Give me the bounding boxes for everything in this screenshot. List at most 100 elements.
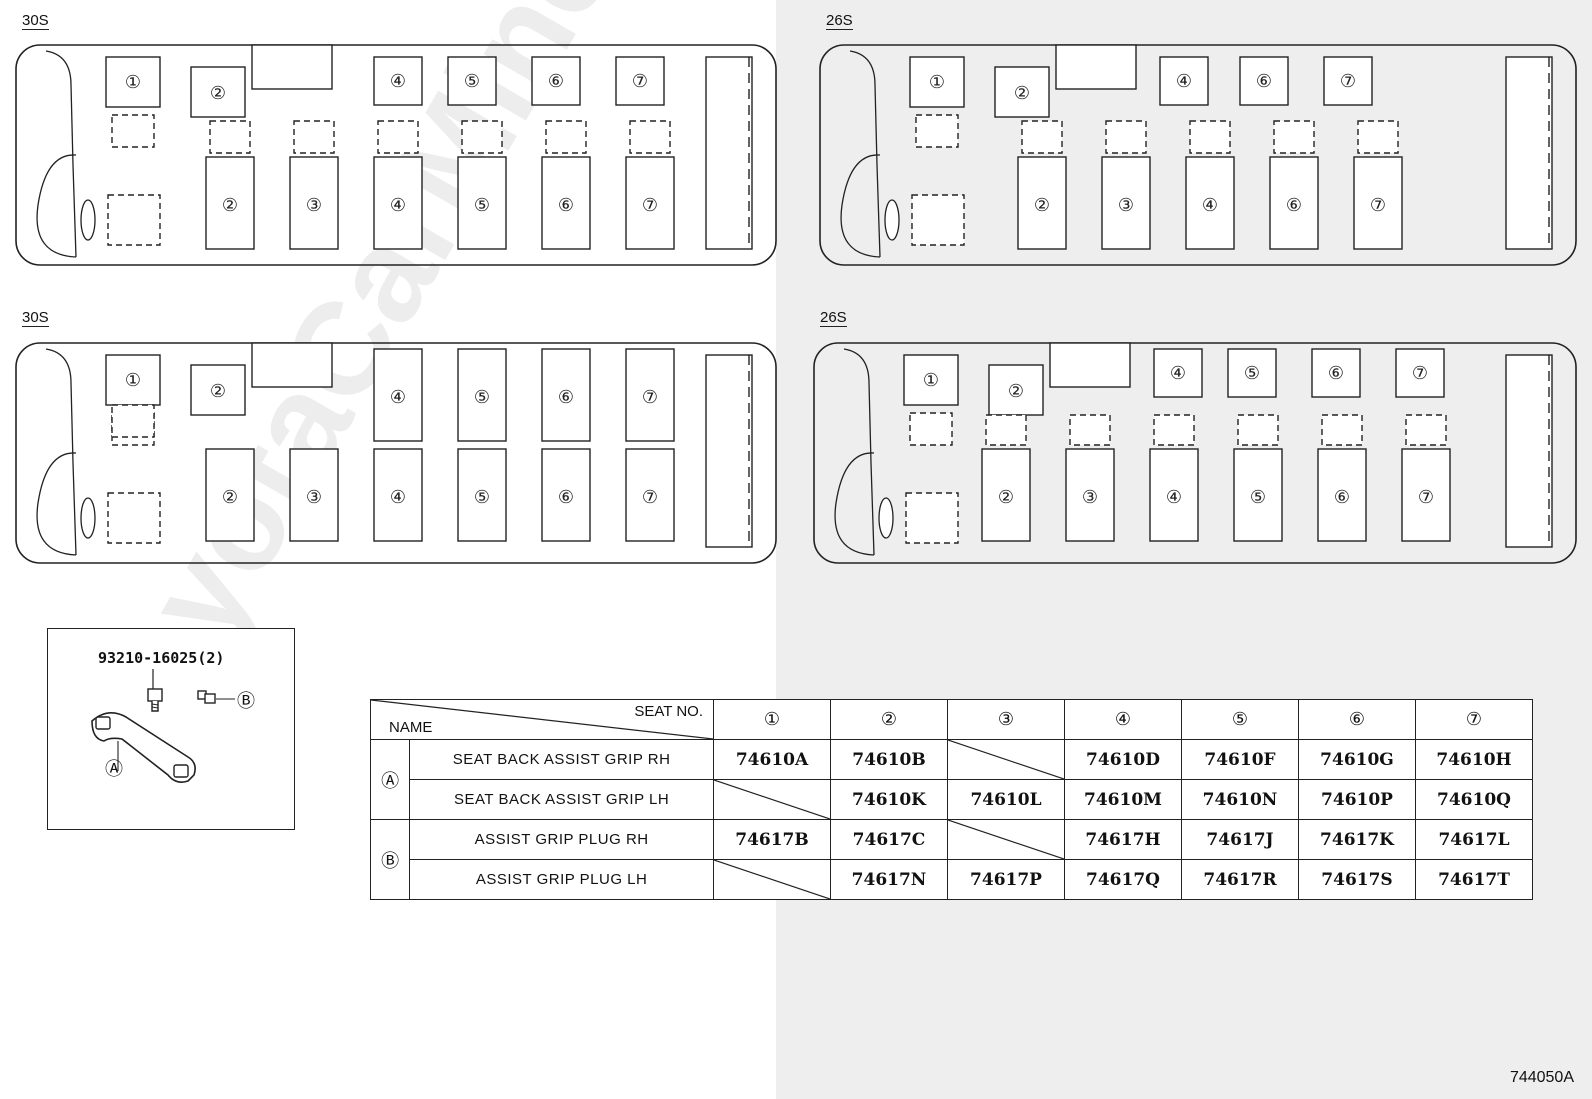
seat-number: ④ [1176, 71, 1192, 92]
seat-number: ⑤ [474, 387, 490, 408]
rear-bench [705, 354, 753, 548]
seat-number: ③ [306, 487, 322, 508]
entry-step [251, 342, 333, 388]
seat-number: ③ [1082, 487, 1098, 508]
cab-partition [45, 50, 77, 258]
seat-number: ⑦ [1412, 363, 1428, 384]
part-number-cell: 74610H [1415, 739, 1533, 780]
seat-number: ② [1014, 83, 1030, 104]
upper-seat [1159, 56, 1209, 106]
seat-number: ⑥ [1334, 487, 1350, 508]
entry-step [1055, 44, 1137, 90]
plan-label-top-right: 26S [826, 12, 853, 30]
seat-number: ⑤ [1244, 363, 1260, 384]
lower-seat [205, 448, 255, 542]
part-number-cell: 74610K [830, 779, 948, 820]
upper-seat [1227, 348, 1277, 398]
upper-long-seat [625, 348, 675, 442]
part-number-cell: 74610F [1181, 739, 1299, 780]
part-number-cell: 74617L [1415, 819, 1533, 860]
seat-cushion [293, 120, 335, 154]
header-cell: SEAT NO. NAME [370, 699, 714, 740]
steering-wheel [80, 199, 96, 241]
seat-1 [105, 354, 161, 406]
assist-grip-inset: 93210-16025(2) Ⓐ Ⓑ [47, 628, 295, 830]
cab-partition [45, 348, 77, 556]
seat-number: ③ [1118, 195, 1134, 216]
part-number-cell: 74610D [1064, 739, 1182, 780]
front-lower-box [905, 492, 959, 544]
seat-number: ⑦ [1418, 487, 1434, 508]
upper-long-seat [541, 348, 591, 442]
seat-cushion [545, 120, 587, 154]
seat-cushion [1237, 414, 1279, 446]
lower-seat [1317, 448, 1367, 542]
part-name: SEAT BACK ASSIST GRIP RH [409, 739, 714, 780]
seat-1-cushion [915, 114, 959, 148]
seat-number: ⑤ [464, 71, 480, 92]
seat-cushion [377, 120, 419, 154]
seat-cushion [985, 414, 1027, 446]
seat-number: ② [1008, 381, 1024, 402]
lower-seat [457, 156, 507, 250]
part-number-cell: 74617B [713, 819, 831, 860]
seat-number: ② [1034, 195, 1050, 216]
seat-number: ② [210, 381, 226, 402]
part-number-cell: 74610Q [1415, 779, 1533, 820]
seat-cushion [1105, 120, 1147, 154]
part-number-cell: 74617T [1415, 859, 1533, 900]
plan-label-top-left: 30S [22, 12, 49, 30]
part-number-cell: 74610N [1181, 779, 1299, 820]
seat-number: ④ [390, 387, 406, 408]
seat-2-upper [190, 66, 246, 118]
seat-number: ⑤ [474, 195, 490, 216]
part-number-cell: 74610A [713, 739, 831, 780]
seat-number: ④ [1170, 363, 1186, 384]
not-applicable-cell [713, 859, 831, 900]
seat-number: ② [222, 487, 238, 508]
driver-area [834, 452, 875, 556]
seat-number: ③ [306, 195, 322, 216]
rear-bench [1505, 56, 1553, 250]
seat-number: ⑦ [642, 487, 658, 508]
table-header-row: SEAT NO. NAME ① ② ③ ④ ⑤ ⑥ ⑦ [370, 699, 1533, 740]
seat-number: ④ [1202, 195, 1218, 216]
seat-number: ① [929, 72, 945, 93]
figure-code: 744050A [1509, 1069, 1574, 1086]
seat-number: ⑦ [642, 195, 658, 216]
seat-cushion [629, 120, 671, 154]
callout-b: Ⓑ [237, 691, 255, 711]
seat-number: ① [125, 370, 141, 391]
bus-outline [15, 342, 777, 564]
seat-number: ② [210, 83, 226, 104]
seat-number: ⑥ [558, 487, 574, 508]
seat-cushion [1357, 120, 1399, 154]
seat-col-6: ⑥ [1298, 699, 1416, 740]
lower-seat [625, 448, 675, 542]
part-name: SEAT BACK ASSIST GRIP LH [409, 779, 714, 820]
part-number-cell: 74617H [1064, 819, 1182, 860]
part-number-cell: 74617R [1181, 859, 1299, 900]
seat-number: ⑥ [548, 71, 564, 92]
upper-long-seat [457, 348, 507, 442]
lower-seat [1233, 448, 1283, 542]
seat-cushion [1273, 120, 1315, 154]
lower-seat [1065, 448, 1115, 542]
seat-number: ⑥ [1256, 71, 1272, 92]
driver-area [36, 452, 77, 556]
header-name: NAME [389, 719, 433, 736]
seat-1-cushion [111, 114, 155, 148]
right-panel-background [776, 0, 1592, 1099]
rear-bench [1505, 354, 1553, 548]
seat-2-upper [994, 66, 1050, 118]
entry-step [1049, 342, 1131, 388]
bus-outline [813, 342, 1577, 564]
cab-partition [843, 348, 875, 556]
seat-number: ⑥ [558, 387, 574, 408]
upper-long-seat [373, 348, 423, 442]
lower-seat [1269, 156, 1319, 250]
